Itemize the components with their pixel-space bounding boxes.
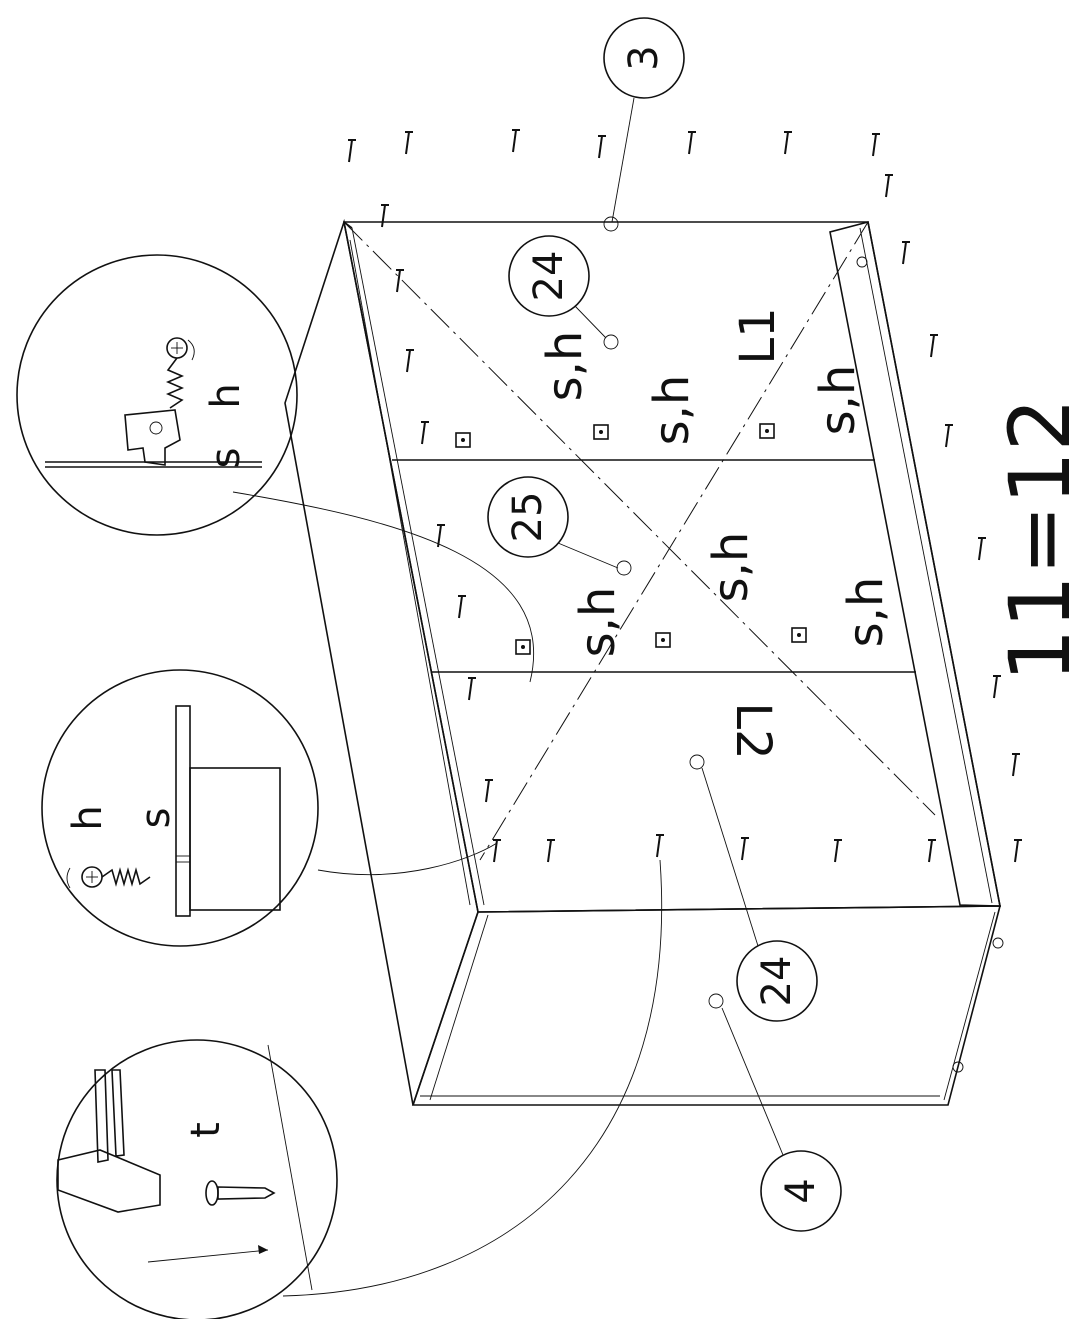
- panel-marks: L1 L2 s,h s,h s,h s,h s,h s,h: [537, 307, 894, 759]
- nail-icon: [458, 595, 466, 619]
- detail-section-screw: h s: [41, 669, 498, 947]
- nail-icon: [421, 421, 429, 445]
- nail-icon: [406, 349, 414, 373]
- nail-icon: [437, 524, 445, 548]
- nail-icon: [928, 839, 936, 863]
- nail-icon: [205, 1180, 276, 1206]
- part-number-24-bottom: 24: [754, 956, 800, 1007]
- nail-icon: [688, 131, 696, 155]
- nail-icon: [784, 131, 792, 155]
- part-callout-24-top: 24: [508, 235, 619, 350]
- nail-icon: [741, 837, 749, 861]
- quantity-label: 11=12: [991, 398, 1089, 682]
- clip-icons: [455, 423, 807, 655]
- nail-icon: [598, 135, 606, 159]
- part-number-25: 25: [505, 492, 551, 543]
- mark-sh-3: s,h: [810, 365, 866, 436]
- nail-icon: [993, 675, 1001, 699]
- screw-icon: [66, 866, 151, 889]
- detail-clip-screw: h s: [16, 254, 535, 683]
- detail-label-s2: s: [133, 808, 179, 829]
- part-callout-24-bottom: 24: [689, 754, 818, 1022]
- nail-icon: [656, 834, 664, 858]
- nail-icon: [485, 779, 493, 803]
- part-number-4: 4: [778, 1178, 824, 1203]
- part-callout-25: 25: [487, 476, 632, 576]
- detail-label-t: t: [183, 1122, 229, 1138]
- part-number-3: 3: [621, 45, 667, 70]
- nail-icon: [348, 139, 356, 163]
- mark-sh-5: s,h: [703, 532, 759, 603]
- nail-icon: [396, 269, 404, 293]
- mark-sh-4: s,h: [570, 587, 626, 658]
- detail-label-s1: s: [203, 448, 249, 469]
- detail-hammer-nail: t: [56, 859, 663, 1319]
- nail-icon: [834, 839, 842, 863]
- part-callout-3: 3: [603, 17, 685, 232]
- clip-icon: [124, 409, 181, 466]
- hammer-icon: [57, 1069, 161, 1213]
- mark-sh-2: s,h: [644, 375, 700, 446]
- mark-L1: L1: [730, 307, 786, 364]
- mark-L2: L2: [725, 702, 781, 759]
- nail-icon: [885, 174, 893, 198]
- nail-icon: [405, 131, 413, 155]
- detail-label-h2: h: [65, 805, 111, 830]
- nail-icon: [1014, 839, 1022, 863]
- part-number-24-top: 24: [526, 251, 572, 302]
- mark-sh-6: s,h: [838, 577, 894, 648]
- nail-icon: [512, 129, 520, 153]
- nail-icon: [381, 204, 389, 228]
- nail-icon: [468, 677, 476, 701]
- mark-sh-1: s,h: [537, 331, 593, 402]
- nail-icons: [348, 129, 1022, 863]
- nail-icon: [872, 133, 880, 157]
- part-callout-4: 4: [708, 993, 842, 1232]
- nail-icon: [547, 839, 555, 863]
- nail-icon: [902, 241, 910, 265]
- detail-label-h1: h: [203, 383, 249, 408]
- nail-icon: [1012, 753, 1020, 777]
- nail-icon: [930, 334, 938, 358]
- nail-icon: [945, 424, 953, 448]
- cabinet-body: [284, 218, 1004, 1106]
- screw-icon: [165, 337, 195, 409]
- nail-icon: [978, 537, 986, 561]
